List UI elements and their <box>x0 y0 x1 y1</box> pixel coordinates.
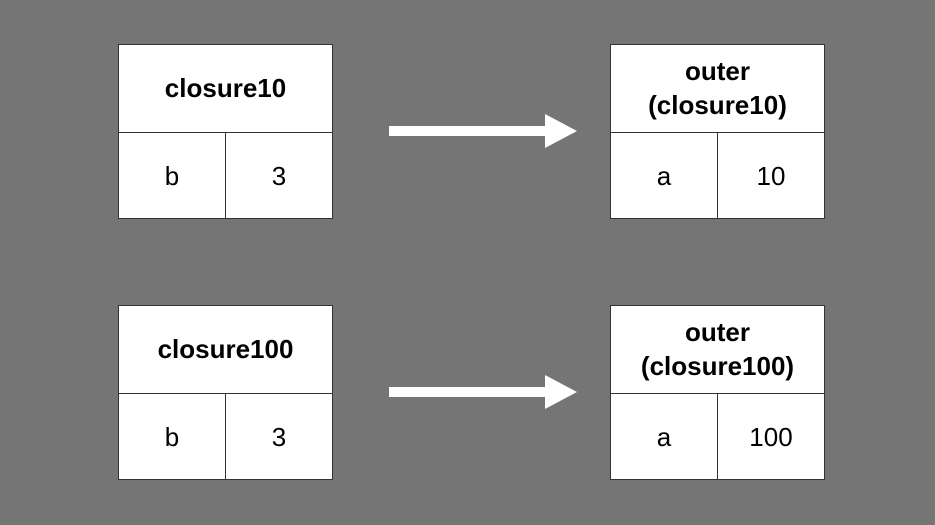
scope-title-line1: outer <box>684 55 750 86</box>
scope-title-line1: outer <box>685 316 750 347</box>
scope-variable-row: a 10 <box>611 133 824 219</box>
variable-value-cell: 3 <box>225 133 332 219</box>
right-arrow-icon <box>389 375 577 409</box>
outer-closure100-scope-box: outer (closure100) a 100 <box>610 305 825 480</box>
scope-variable-row: b 3 <box>119 394 332 480</box>
scope-title: outer (closure10) <box>611 45 824 133</box>
scope-variable-row: a 100 <box>611 394 824 480</box>
variable-value-cell: 10 <box>717 133 824 219</box>
closure10-scope-box: closure10 b 3 <box>118 44 333 219</box>
scope-title-line2: (closure10) <box>648 89 787 120</box>
scope-title: closure100 <box>119 306 332 394</box>
variable-name-cell: b <box>164 160 180 191</box>
scope-title-text: closure100 <box>157 333 294 364</box>
scope-title-line2: (closure100) <box>640 350 795 381</box>
variable-name-cell: b <box>164 421 180 452</box>
scope-title: closure10 <box>119 45 332 133</box>
right-arrow-icon <box>389 114 577 148</box>
variable-name-cell: a <box>656 160 672 191</box>
scope-variable-row: b 3 <box>119 133 332 219</box>
scope-title-text: closure10 <box>164 72 287 103</box>
closure100-scope-box: closure100 b 3 <box>118 305 333 480</box>
variable-name-cell: a <box>656 421 672 452</box>
scope-title: outer (closure100) <box>611 306 824 394</box>
variable-value-cell: 3 <box>225 394 332 480</box>
outer-closure10-scope-box: outer (closure10) a 10 <box>610 44 825 219</box>
variable-value-cell: 100 <box>717 394 824 480</box>
